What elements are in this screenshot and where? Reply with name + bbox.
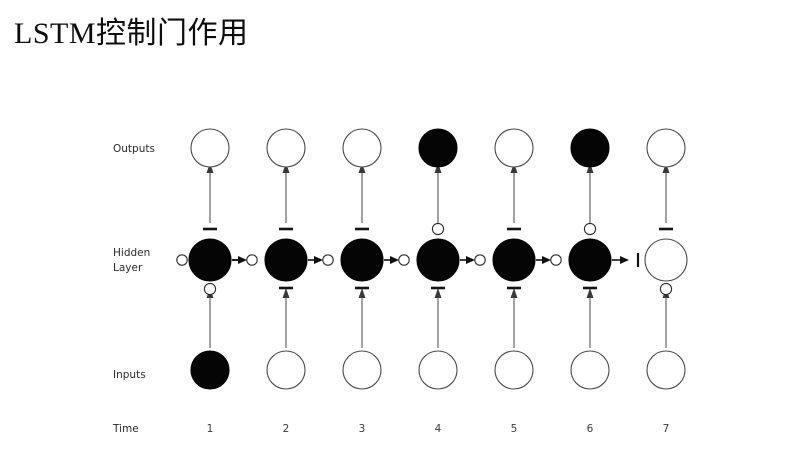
hidden-to-output-link <box>586 163 594 223</box>
output-node <box>342 128 382 168</box>
input-node <box>570 350 610 390</box>
time-axis: 1 2 3 4 5 6 7 <box>207 423 670 435</box>
output-node <box>190 128 230 168</box>
forget-gate-icon <box>246 254 258 266</box>
time-tick-label: 6 <box>587 423 594 435</box>
hidden-node <box>340 238 384 282</box>
input-gate-open-icon <box>203 282 217 296</box>
input-to-hidden-link <box>586 288 594 348</box>
forget-gate-icon <box>398 254 410 266</box>
time-tick-label: 7 <box>663 423 670 435</box>
hidden-node <box>188 238 232 282</box>
recurrent-link <box>460 254 486 266</box>
hidden-node <box>568 238 612 282</box>
row-label-outputs: Outputs <box>113 143 155 155</box>
hidden-node <box>492 238 536 282</box>
output-node <box>646 128 686 168</box>
hidden-to-output-link <box>206 163 214 223</box>
time-tick-label: 3 <box>359 423 366 435</box>
input-node <box>266 350 306 390</box>
output-node <box>266 128 306 168</box>
hidden-to-output-link <box>434 163 442 223</box>
hidden-to-output-link <box>282 163 290 223</box>
forget-gate-icon <box>474 254 486 266</box>
input-node <box>190 350 230 390</box>
page-title: LSTM控制门作用 <box>14 17 249 50</box>
lstm-diagram-svg: Outputs Hidden Layer Inputs Time <box>112 128 688 435</box>
recurrent-links <box>176 253 640 267</box>
row-label-hidden-line1: Hidden <box>113 247 150 259</box>
input-to-hidden-link <box>282 288 290 348</box>
output-gate-open-icon <box>431 222 445 236</box>
input-to-hidden-link <box>434 288 442 348</box>
input-node <box>342 350 382 390</box>
row-label-time: Time <box>112 423 139 435</box>
hidden-node <box>416 238 460 282</box>
hidden-to-output-link <box>510 163 518 223</box>
forget-gate-icon <box>322 254 334 266</box>
output-nodes <box>190 128 686 168</box>
output-gate-markers <box>203 222 673 236</box>
output-gate-open-icon <box>583 222 597 236</box>
hidden-node <box>264 238 308 282</box>
input-gate-open-icon <box>659 282 673 296</box>
recurrent-link-closed <box>612 253 640 267</box>
input-to-hidden-link <box>358 288 366 348</box>
recurrent-link <box>384 254 410 266</box>
recurrent-link <box>536 254 562 266</box>
input-to-hidden-link <box>206 288 214 348</box>
hidden-node <box>644 238 688 282</box>
time-tick-label: 5 <box>511 423 518 435</box>
hidden-nodes <box>188 238 688 282</box>
hidden-to-output-link <box>358 163 366 223</box>
lstm-diagram: Outputs Hidden Layer Inputs Time <box>0 95 798 455</box>
time-tick-label: 2 <box>283 423 290 435</box>
time-tick-label: 4 <box>435 423 442 435</box>
input-to-hidden-link <box>510 288 518 348</box>
row-label-hidden-line2: Layer <box>113 262 143 274</box>
input-to-hidden-link <box>662 288 670 348</box>
recurrent-link <box>308 254 334 266</box>
time-tick-label: 1 <box>207 423 214 435</box>
row-label-inputs: Inputs <box>113 369 146 381</box>
recurrent-link <box>232 254 258 266</box>
input-node <box>494 350 534 390</box>
output-node <box>494 128 534 168</box>
hidden-to-output-links <box>206 163 670 223</box>
forget-gate-icon <box>550 254 562 266</box>
input-gate-markers <box>203 282 673 296</box>
forget-gate-icon <box>176 254 188 266</box>
input-node <box>418 350 458 390</box>
hidden-to-output-link <box>662 163 670 223</box>
input-node <box>646 350 686 390</box>
output-node <box>570 128 610 168</box>
input-nodes <box>190 350 686 390</box>
input-to-hidden-links <box>206 288 670 348</box>
output-node <box>418 128 458 168</box>
